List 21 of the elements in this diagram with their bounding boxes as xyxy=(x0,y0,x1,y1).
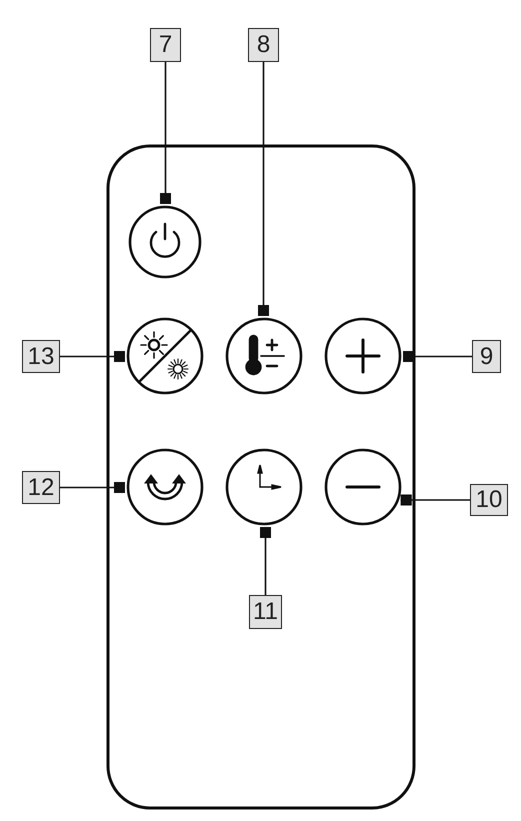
power-button xyxy=(128,205,202,279)
temperature-button xyxy=(225,317,303,395)
leader-line xyxy=(400,494,470,506)
leader-line xyxy=(403,350,472,362)
leader-line xyxy=(160,62,172,204)
callout-number: 13 xyxy=(22,340,60,373)
callout-number: 9 xyxy=(472,340,501,373)
leader-line xyxy=(260,526,272,595)
leader-line xyxy=(258,62,270,316)
callout-number: 8 xyxy=(248,28,279,62)
callout-number: 11 xyxy=(249,595,282,629)
leader-line xyxy=(60,350,125,362)
swing-button xyxy=(126,448,204,526)
plus-button xyxy=(324,317,402,395)
callout-number: 7 xyxy=(150,28,181,62)
mode-button xyxy=(126,317,204,395)
timer-button xyxy=(225,448,303,526)
callout-number: 10 xyxy=(470,484,508,516)
minus-button xyxy=(324,448,402,526)
leader-line xyxy=(60,482,125,494)
callout-number: 12 xyxy=(22,471,60,504)
